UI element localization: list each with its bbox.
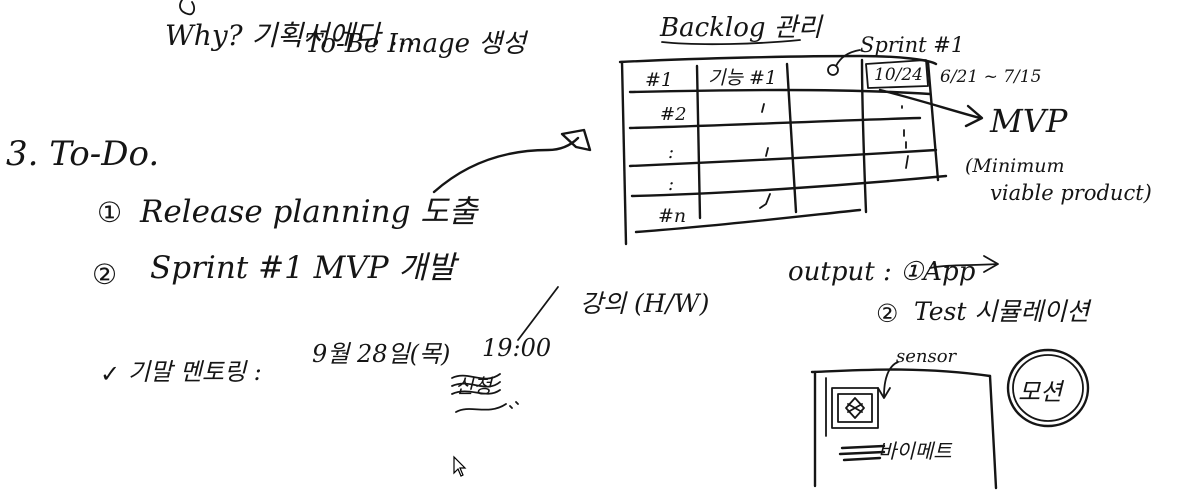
top-scribble [179, 0, 195, 16]
arrow-head-scribble [560, 128, 592, 152]
mvp-definition-line2: viable product) [990, 181, 1152, 205]
output-arrow [929, 263, 997, 269]
row-1-id: #1 [645, 69, 673, 91]
sensor-icon [845, 397, 865, 419]
motion-circle-inner [1012, 354, 1084, 422]
row-line-1 [628, 88, 932, 96]
slash-line [517, 286, 559, 341]
backlog-title: Backlog 관리 [659, 13, 824, 43]
sprint-header-box [865, 59, 929, 89]
mouse-cursor-icon [453, 455, 467, 477]
why-note: Why? 기획서에다 ... [165, 19, 416, 52]
item1-release-planning: Release planning 도출 [139, 194, 480, 230]
sprint-pointer [835, 49, 861, 67]
item2-number: ② [92, 258, 117, 291]
sprint-header-date: 10/24 [874, 65, 923, 85]
scribble-strikes [451, 373, 501, 395]
todo-section: 3. To-Do. ① Release planning 도출 ② Sprint… [6, 128, 709, 413]
sprint-column-dots [901, 105, 909, 169]
mentoring-label: 기말 멘토링 : [128, 358, 262, 386]
check-mark: ✓ [100, 360, 120, 388]
mvp-label: MVP [989, 102, 1068, 140]
arrow-to-backlog [432, 136, 580, 194]
screen-strikes [838, 444, 886, 462]
row-line-3 [628, 148, 938, 168]
mentoring-date: 9월 28일(목) [312, 340, 450, 368]
col-line-1 [695, 64, 702, 220]
row-line-4 [630, 174, 948, 198]
motion-label: 모션 [1018, 378, 1065, 406]
row-1-feature: 기능 #1 [708, 67, 777, 89]
row-line-2 [628, 116, 922, 130]
top-notes: Why? 기획서에다 ... To-Be Image 생성 [165, 0, 529, 59]
device-top-edge [810, 368, 992, 378]
row-2-id: #2 [660, 104, 687, 125]
sprint-label: Sprint #1 [860, 33, 964, 57]
mentoring-time: 19:00 [482, 334, 551, 362]
output-item2-number: ② [876, 299, 898, 328]
arrow-to-mvp-head [964, 104, 984, 128]
todo-title: 3. To-Do. [6, 134, 159, 174]
sprint-date-range: 6/21 ~ 7/15 [940, 67, 1041, 87]
row-n-id: #n [658, 205, 686, 227]
backlog-title-underline [661, 39, 801, 46]
row-4-id: : [668, 174, 674, 195]
scribble-squiggle [455, 401, 519, 413]
sensor-pointer [883, 361, 899, 397]
backlog-diagram: Backlog 관리 Sprint #1 #1 기능 #1 #2 : : #n … [618, 13, 1152, 246]
output-section: output : ①App ② Test 시뮬레이션 sensor 바이메트 모… [788, 255, 1092, 490]
table-left-edge [620, 60, 628, 246]
row-3-id: : [668, 142, 674, 163]
mvp-definition-line1: (Minimum [965, 155, 1065, 177]
table-top-edge [618, 54, 938, 66]
sensor-pointer-head [877, 387, 891, 399]
arrow-to-mvp [878, 88, 982, 120]
sensor-inner-box [837, 393, 873, 423]
sensor-label: sensor [896, 346, 958, 367]
output-app-label: output : ①App [788, 257, 976, 287]
output-arrow-head [983, 255, 999, 273]
motion-circle-outer [1006, 348, 1090, 428]
col-line-4 [926, 60, 940, 182]
row-line-5 [634, 208, 862, 234]
screen-text: 바이메트 [878, 439, 953, 463]
device-right-edge [988, 374, 998, 490]
item1-number: ① [97, 196, 122, 229]
feature-column-ticks [759, 103, 771, 209]
lecture-hw-note: 강의 (H/W) [580, 289, 709, 318]
item2-sprint-mvp: Sprint #1 MVP 개발 [150, 250, 460, 286]
sensor-box [831, 387, 879, 429]
to-be-image-note: To-Be Image 생성 [305, 29, 529, 59]
sprint-marker-dot [827, 64, 839, 76]
test-simulation-label: Test 시뮬레이션 [914, 297, 1092, 326]
col-line-3 [860, 58, 868, 214]
